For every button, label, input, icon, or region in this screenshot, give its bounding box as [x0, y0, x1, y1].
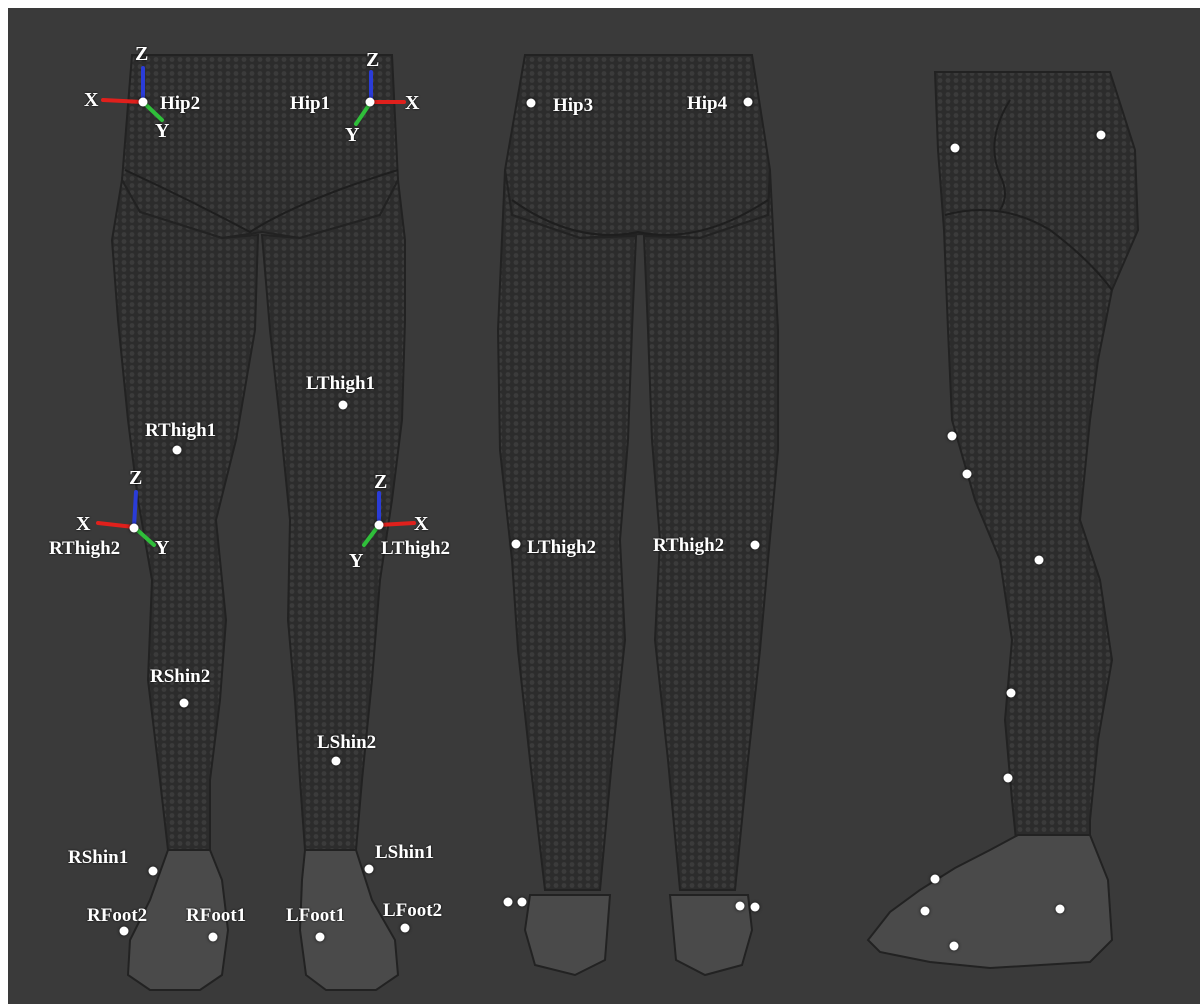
side-foot-top-marker — [921, 907, 930, 916]
front-pelvis — [122, 55, 398, 238]
back-left-leg — [498, 170, 636, 890]
back-left-heel — [525, 895, 610, 975]
back-left-heel-marker-b — [518, 898, 527, 907]
back-left-heel-marker-a — [504, 898, 513, 907]
lthigh2-marker — [375, 521, 384, 530]
hip1-y-axis-label: Y — [345, 125, 359, 145]
lshin2-label: LShin2 — [317, 733, 376, 752]
back-right-heel-marker-a — [736, 902, 745, 911]
hip3-marker — [527, 99, 536, 108]
rthigh1-marker — [173, 446, 182, 455]
rshin1-label: RShin1 — [68, 848, 128, 867]
front-view-legs — [112, 55, 405, 990]
rshin2-marker — [180, 699, 189, 708]
back-pelvis — [505, 55, 770, 238]
rshin1-marker — [149, 867, 158, 876]
lfoot1-marker — [316, 933, 325, 942]
lshin2-marker — [332, 757, 341, 766]
lthigh2-back-label: LThigh2 — [527, 538, 596, 557]
back-right-leg — [644, 170, 778, 890]
rthigh2-z-axis-label: Z — [129, 468, 142, 488]
rthigh2-label: RThigh2 — [49, 539, 120, 558]
hip2-label: Hip2 — [160, 94, 200, 113]
rthigh2-y-axis-label: Y — [155, 538, 169, 558]
hip2-marker — [139, 98, 148, 107]
side-shin-upper-marker — [1007, 689, 1016, 698]
lthigh2-label: LThigh2 — [381, 539, 450, 558]
lfoot2-marker — [401, 924, 410, 933]
back-right-heel-marker-b — [751, 903, 760, 912]
lthigh2-x-axis-label: X — [414, 514, 428, 534]
side-view-leg — [868, 72, 1138, 968]
side-shin-lower-marker — [1004, 774, 1013, 783]
side-hip-front-marker — [951, 144, 960, 153]
hip1-marker — [366, 98, 375, 107]
rthigh2-x-axis-label: X — [76, 514, 90, 534]
rfoot2-label: RFoot2 — [87, 906, 147, 925]
lthigh2-z-axis-label: Z — [374, 472, 387, 492]
lthigh2-back-marker — [512, 540, 521, 549]
rfoot1-marker — [209, 933, 218, 942]
side-thigh-lower-marker — [963, 470, 972, 479]
side-foot — [868, 835, 1112, 968]
rfoot1-label: RFoot1 — [186, 906, 246, 925]
hip4-marker — [744, 98, 753, 107]
lshin1-label: LShin1 — [375, 843, 434, 862]
lfoot2-label: LFoot2 — [383, 901, 442, 920]
hip1-z-axis-label: Z — [366, 50, 379, 70]
side-ankle-marker — [931, 875, 940, 884]
hip4-label: Hip4 — [687, 94, 727, 113]
rthigh2-marker — [130, 524, 139, 533]
hip2-z-axis-label: Z — [135, 44, 148, 64]
lthigh2-y-axis-label: Y — [349, 551, 363, 571]
side-leg — [935, 72, 1138, 860]
hip2-y-axis-label: Y — [155, 121, 169, 141]
hip1-x-axis-label: X — [405, 93, 419, 113]
rthigh2-back-label: RThigh2 — [653, 536, 724, 555]
hip1-label: Hip1 — [290, 94, 330, 113]
side-knee-marker — [1035, 556, 1044, 565]
rshin2-label: RShin2 — [150, 667, 210, 686]
side-thigh-upper-marker — [948, 432, 957, 441]
back-view-legs — [498, 55, 778, 975]
rthigh2-back-marker — [751, 541, 760, 550]
hip3-label: Hip3 — [553, 96, 593, 115]
hip2-x-axis-label: X — [84, 90, 98, 110]
side-toe-marker — [950, 942, 959, 951]
rfoot2-marker — [120, 927, 129, 936]
lshin1-marker — [365, 865, 374, 874]
lthigh1-marker — [339, 401, 348, 410]
lfoot1-label: LFoot1 — [286, 906, 345, 925]
rthigh1-label: RThigh1 — [145, 421, 216, 440]
lthigh1-label: LThigh1 — [306, 374, 375, 393]
side-heel-marker — [1056, 905, 1065, 914]
side-hip-back-marker — [1097, 131, 1106, 140]
